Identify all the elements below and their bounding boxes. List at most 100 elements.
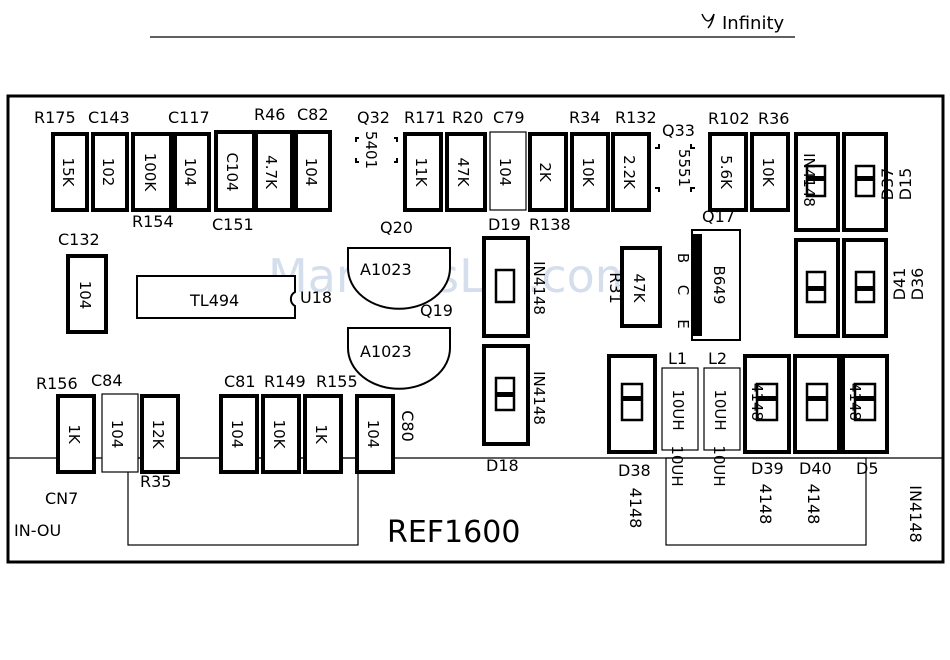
- ref-r156: R156: [36, 374, 78, 393]
- svg-text:104: 104: [228, 420, 246, 449]
- comp-r175: 15K: [51, 132, 89, 212]
- board-outline: [6, 94, 945, 564]
- bottom-ref-labels: R156 C84 R35 C81 R149 R155 C80: [36, 371, 417, 491]
- comp-r154: 100K: [131, 132, 173, 212]
- inductor-l1: 10UH: [661, 367, 699, 451]
- ref-r171: R171: [404, 108, 446, 127]
- diodes-bottom-right: D38 4148 L1 10UH L2 10UH 10UH 10UH 4148 …: [607, 349, 925, 543]
- val-d38: 4148: [626, 488, 645, 529]
- comp-r102: 5.6K: [708, 132, 748, 212]
- diode-d37: [842, 132, 888, 232]
- ref-l2: L2: [708, 349, 727, 368]
- ref-d18: D18: [486, 456, 519, 475]
- ref-r20: R20: [452, 108, 483, 127]
- comp-r46: 4.7K: [254, 130, 294, 212]
- comp-c143: 102: [91, 132, 129, 212]
- svg-text:104: 104: [108, 420, 126, 449]
- svg-text:5551: 5551: [675, 149, 693, 187]
- svg-text:47K: 47K: [454, 158, 472, 188]
- diode-d39: 4148: [743, 354, 791, 454]
- svg-text:5.6K: 5.6K: [717, 155, 735, 190]
- ref-r154: R154: [132, 212, 174, 231]
- comp-c81: 104: [219, 394, 259, 474]
- svg-text:104: 104: [302, 158, 320, 187]
- comp-r34: 10K: [570, 132, 610, 212]
- ref-r34: R34: [569, 108, 600, 127]
- ref-cn7: CN7: [45, 489, 78, 508]
- diode-d5: 4148: [841, 354, 889, 454]
- svg-text:12K: 12K: [149, 420, 167, 450]
- svg-text:IN4148: IN4148: [530, 261, 548, 315]
- diodes-top-right: IN4148 D37 D15 D41 D36: [794, 132, 927, 338]
- comp-r155: 1K: [303, 394, 343, 474]
- svg-text:1K: 1K: [312, 424, 330, 445]
- ref-d15: D15: [896, 168, 915, 201]
- svg-text:11K: 11K: [412, 158, 430, 188]
- svg-text:104: 104: [496, 158, 514, 187]
- ref-c151: C151: [212, 215, 254, 234]
- svg-text:C: C: [674, 285, 692, 295]
- ref-d38: D38: [618, 461, 651, 480]
- svg-text:2.2K: 2.2K: [620, 155, 638, 190]
- comp-c82: 104: [294, 130, 332, 212]
- transistor-q20: A1023: [347, 247, 451, 310]
- svg-text:A1023: A1023: [360, 342, 412, 361]
- val-l2-lower: 10UH: [710, 445, 728, 486]
- comp-q32: 5401: [355, 131, 398, 169]
- svg-text:4148: 4148: [748, 383, 766, 421]
- diode-d38: [607, 354, 657, 454]
- comp-r138: 2K: [528, 132, 568, 212]
- transistor-q19: A1023: [347, 327, 451, 390]
- svg-text:15K: 15K: [59, 158, 77, 188]
- svg-text:4.7K: 4.7K: [262, 155, 280, 190]
- diode-d19: IN4148: [482, 236, 548, 338]
- comp-r132: 2.2K: [611, 132, 651, 212]
- diode-upper-a: IN4148: [794, 132, 840, 232]
- svg-text:4148: 4148: [846, 383, 864, 421]
- svg-text:10K: 10K: [759, 158, 777, 188]
- comp-r31: 47K: [620, 246, 662, 328]
- val-d39: 4148: [756, 484, 775, 525]
- comp-c84: 104: [101, 393, 139, 473]
- comp-c117: 104: [173, 132, 211, 212]
- val-l1-lower: 10UH: [668, 445, 686, 486]
- comp-q33: 5551: [655, 144, 695, 192]
- ref-r46: R46: [254, 105, 285, 124]
- ref-c81: C81: [224, 372, 256, 391]
- svg-text:10UH: 10UH: [669, 389, 687, 430]
- ref-c132: C132: [58, 230, 100, 249]
- top-row-components: 15K 102 100K 104 C104 4.7K 104 5401 11K …: [51, 130, 790, 212]
- ref-r35: R35: [140, 472, 171, 491]
- ref-r36: R36: [758, 109, 789, 128]
- ref-c82: C82: [297, 105, 329, 124]
- ref-q17: Q17: [702, 207, 735, 226]
- comp-r171: 11K: [403, 132, 443, 212]
- transistor-q17: B649 B C E: [674, 229, 741, 341]
- svg-text:A1023: A1023: [360, 260, 412, 279]
- svg-text:104: 104: [364, 420, 382, 449]
- svg-text:5401: 5401: [362, 131, 380, 169]
- svg-text:B649: B649: [710, 266, 728, 305]
- ref-l1: L1: [668, 349, 687, 368]
- svg-text:47K: 47K: [630, 274, 648, 304]
- ref-q19: Q19: [420, 301, 453, 320]
- ref-r175: R175: [34, 108, 76, 127]
- ref-c80: C80: [398, 410, 417, 442]
- ref-q33: Q33: [662, 121, 695, 140]
- ref-r102: R102: [708, 109, 750, 128]
- comp-r156: 1K: [56, 394, 96, 474]
- ref-d40: D40: [799, 459, 832, 478]
- svg-text:IN4148: IN4148: [800, 153, 818, 207]
- ref-d19: D19: [488, 215, 521, 234]
- diode-d40: [793, 354, 841, 454]
- ref-c143: C143: [88, 108, 130, 127]
- ref-r155: R155: [316, 372, 358, 391]
- ref-u18: U18: [300, 288, 332, 307]
- ref-d39: D39: [751, 459, 784, 478]
- ref-d41: D41: [890, 268, 909, 301]
- comp-c132: 104: [66, 254, 108, 334]
- svg-text:IN4148: IN4148: [530, 371, 548, 425]
- diode-d41: [794, 238, 840, 338]
- val-d40: 4148: [804, 484, 823, 525]
